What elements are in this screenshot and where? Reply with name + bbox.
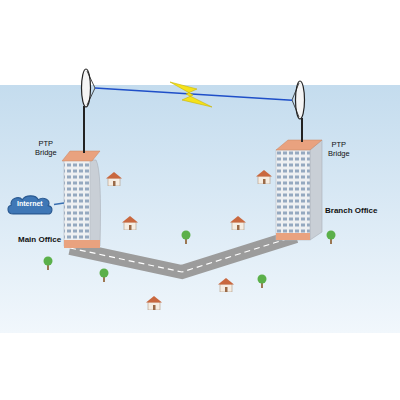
office-label: Main Office (18, 235, 61, 244)
house (256, 170, 272, 184)
antenna-node: PTP Bridge (292, 90, 350, 158)
building-base (276, 233, 310, 240)
cloud-outline (8, 196, 52, 214)
dish-antenna (296, 81, 305, 119)
building-front (276, 150, 310, 240)
tree (258, 275, 267, 289)
building-node: Branch Office (276, 148, 322, 240)
cloud-label: Internet (17, 200, 43, 208)
dish-feed (87, 71, 95, 105)
office-label: Branch Office (325, 206, 377, 215)
sky-ground (0, 85, 400, 333)
tree (44, 257, 53, 271)
building-node: Main Office (64, 158, 100, 248)
network-link (54, 203, 64, 205)
antenna-pole (83, 106, 85, 153)
house (230, 216, 246, 230)
tree (182, 231, 191, 245)
antenna-pole (301, 118, 303, 142)
road-marking (70, 236, 296, 272)
house (106, 172, 122, 186)
tree (327, 231, 336, 245)
wireless-bolt (170, 82, 212, 107)
house (218, 278, 234, 292)
dish-feed (292, 83, 299, 117)
building-roof (62, 151, 100, 161)
ptp-label: PTP Bridge (35, 140, 57, 157)
tree (100, 269, 109, 283)
cloud-node: Internet (6, 194, 54, 215)
ptp-label: PTP Bridge (328, 141, 350, 158)
antenna-node: PTP Bridge (35, 65, 95, 157)
house (122, 216, 138, 230)
building-base (64, 240, 100, 248)
building-front (64, 160, 90, 246)
house (146, 296, 162, 310)
building-side (310, 140, 322, 240)
building-roof (276, 140, 322, 150)
road (70, 236, 296, 272)
